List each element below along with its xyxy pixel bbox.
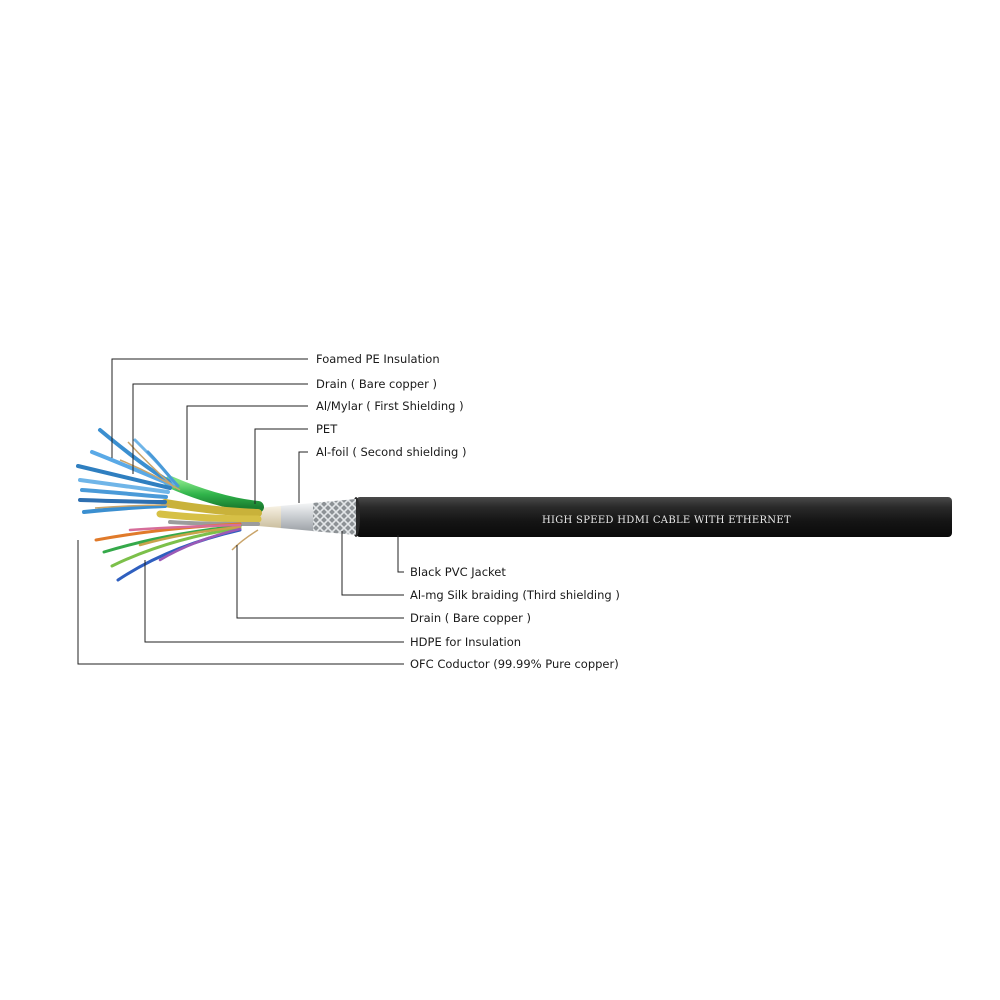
label-pet: PET: [316, 422, 338, 436]
label-ofc-conductor: OFC Coductor (99.99% Pure copper): [410, 657, 619, 671]
label-drain-bottom: Drain ( Bare copper ): [410, 611, 531, 625]
bottom-leaders: [77, 531, 404, 665]
label-drain-top: Drain ( Bare copper ): [316, 377, 437, 391]
al-mg-braid: [312, 499, 356, 535]
label-foamed-pe-insulation: Foamed PE Insulation: [316, 352, 440, 366]
pet-layer: [258, 506, 281, 528]
label-black-pvc-jacket: Black PVC Jacket: [410, 565, 506, 579]
hdpe-conductors: [94, 522, 242, 582]
label-al-mg-braiding: Al-mg Silk braiding (Third shielding ): [410, 588, 620, 602]
top-leaders: [111, 358, 308, 504]
label-hdpe-insulation: HDPE for Insulation: [410, 635, 521, 649]
drain-wires: [94, 441, 259, 551]
cable-printed-text: HIGH SPEED HDMI CABLE WITH ETHERNET: [542, 515, 791, 526]
label-al-foil: Al-foil ( Second shielding ): [316, 445, 466, 459]
black-pvc-jacket: HIGH SPEED HDMI CABLE WITH ETHERNET: [352, 497, 952, 537]
label-al-mylar: Al/Mylar ( First Shielding ): [316, 399, 464, 413]
al-foil-layer: [280, 503, 313, 531]
